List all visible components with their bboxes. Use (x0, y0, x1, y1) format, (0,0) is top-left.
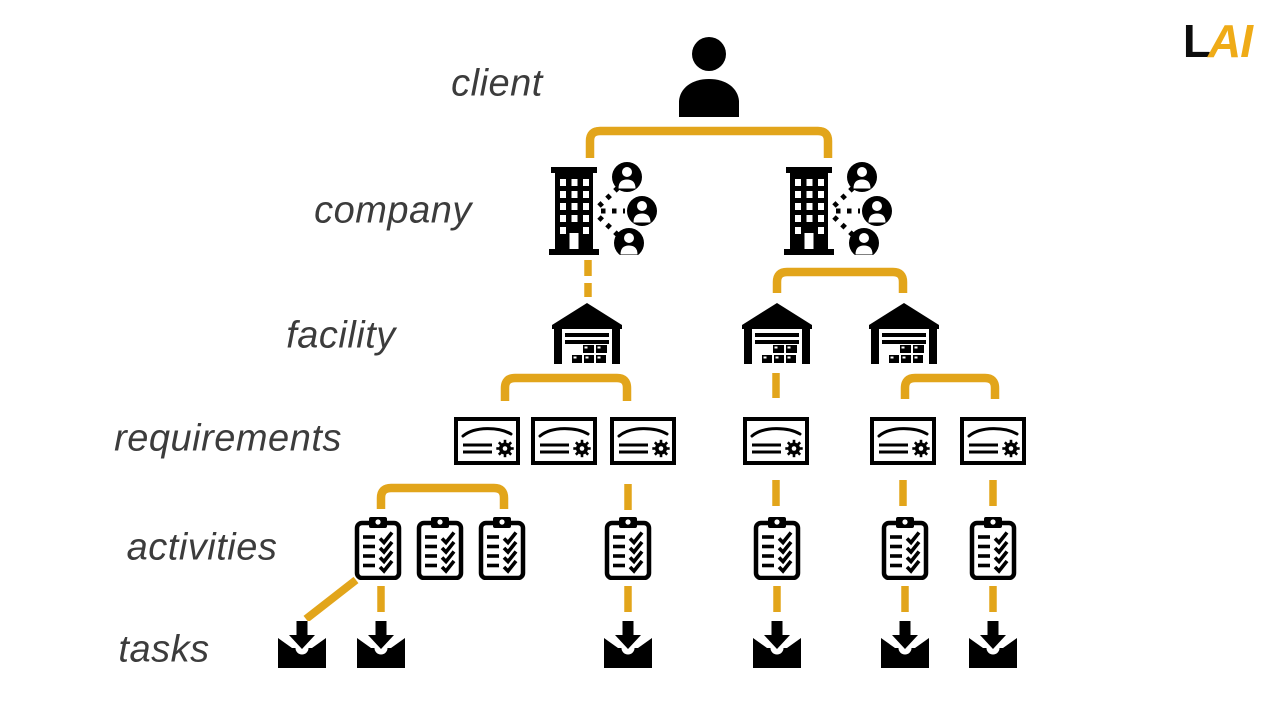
row-label-company: company (314, 189, 472, 232)
logo-text-black: L (1182, 15, 1211, 67)
row-label-facility: facility (286, 314, 396, 357)
row-label-tasks: tasks (118, 628, 210, 671)
requirement-4-icon (743, 417, 809, 465)
activity-7-icon (972, 517, 1014, 578)
activity-2-icon (419, 517, 461, 578)
facility3-to-requirements-connector (900, 373, 1000, 399)
facility-1-icon (552, 303, 622, 364)
task-6-icon (969, 621, 1017, 668)
row-label-activities: activities (126, 526, 278, 569)
requirement-3-icon (610, 417, 676, 465)
company-1-icon (549, 162, 657, 258)
row-label-requirements: requirements (114, 417, 342, 460)
activity-3-icon (481, 517, 523, 578)
requirement-2-icon (531, 417, 597, 465)
activity-5-icon (756, 517, 798, 578)
facility-3-icon (869, 303, 939, 364)
requirement1-to-activities-connector (376, 483, 509, 509)
company-2-icon (784, 162, 892, 258)
requirement-1-icon (454, 417, 520, 465)
task-1-icon (278, 621, 326, 668)
task-2-icon (357, 621, 405, 668)
activity-1-icon (357, 517, 399, 578)
row-label-client: client (451, 62, 543, 105)
client-to-companies-connector (585, 126, 833, 158)
task-4-icon (753, 621, 801, 668)
task-5-icon (881, 621, 929, 668)
activity1-to-task1-connector (303, 576, 359, 623)
requirement-5-icon (870, 417, 936, 465)
requirement-6-icon (960, 417, 1026, 465)
lai-logo: LAI (1182, 15, 1253, 67)
facility-2-icon (742, 303, 812, 364)
logo-text-gold: AI (1208, 15, 1253, 67)
company2-to-facilities-connector (772, 267, 908, 293)
client-1-icon (679, 37, 739, 117)
activity-6-icon (884, 517, 926, 578)
facility1-to-requirements-connector (500, 373, 632, 401)
activity-4-icon (607, 517, 649, 578)
task-3-icon (604, 621, 652, 668)
